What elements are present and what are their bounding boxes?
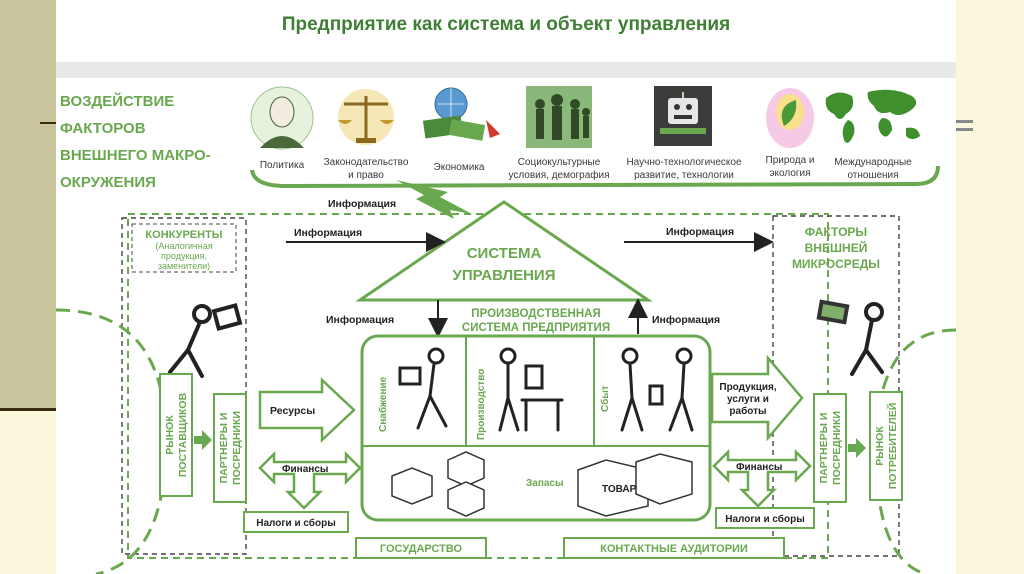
finances-label-right: Финансы <box>736 462 782 473</box>
production-system-label: СИСТЕМА ПРЕДПРИЯТИЯ <box>462 322 610 334</box>
consumers-market-box <box>869 391 903 501</box>
micro-factors-title: МИКРОСРЕДЫ <box>792 257 880 271</box>
output-label: работы <box>729 405 766 417</box>
slide-accent-line-right-2 <box>955 128 973 131</box>
factor-label: Политика <box>260 160 305 171</box>
partners-box-left <box>213 393 247 503</box>
factor-label: развитие, технологии <box>634 170 734 181</box>
finances-arrow-left <box>258 450 362 510</box>
factor-label: экология <box>769 168 810 179</box>
influence-lightning-icon <box>396 180 472 219</box>
stocks-label: Запасы <box>526 478 564 489</box>
stock-boxes-icon <box>391 451 485 517</box>
factor-label: условия, демография <box>508 169 609 181</box>
factor-label: Законодательство <box>324 157 409 168</box>
department-label: Снабжение <box>377 376 389 432</box>
info-label: Информация <box>666 226 734 238</box>
audiences-label: КОНТАКТНЫЕ АУДИТОРИИ <box>600 543 748 555</box>
taxes-label-right: Налоги и сборы <box>725 513 805 525</box>
sales-workers-icon <box>620 347 694 432</box>
slide-divider-left <box>0 408 56 411</box>
page-title: Предприятие как система и объект управле… <box>281 14 731 35</box>
production-system-label: ПРОИЗВОДСТВЕННАЯ <box>471 308 600 320</box>
state-label: ГОСУДАРСТВО <box>380 543 463 555</box>
resources-arrow <box>258 377 356 443</box>
partners-label-left: ПАРТНЕРЫ И <box>218 413 230 484</box>
department-label: Производство <box>476 369 487 440</box>
goods-boxes-icon <box>577 453 693 517</box>
enterprise-diagram: ВОЗДЕЙСТВИЕ ФАКТОРОВ ВНЕШНЕГО МАКРО- ОКР… <box>56 86 956 574</box>
slide-accent-line-right <box>955 120 973 123</box>
state-box <box>355 537 487 559</box>
left-environment-frame <box>121 217 247 555</box>
factor-label: Социокультурные <box>518 157 601 168</box>
taxes-label-left: Налоги и сборы <box>256 517 336 529</box>
factor-label: Научно-технологическое <box>626 157 742 168</box>
taxes-box-left <box>243 511 349 533</box>
resources-label: Ресурсы <box>270 405 315 417</box>
right-environment-frame <box>772 215 900 557</box>
supply-small-arrow <box>194 430 212 450</box>
politician-portrait-icon <box>250 86 314 150</box>
factor-label: отношения <box>847 170 898 181</box>
info-label: Информация <box>652 314 720 326</box>
supplier-carrier-icon <box>168 303 243 378</box>
suppliers-market-label: ПОСТАВЩИКОВ <box>177 392 189 477</box>
left-market-arc <box>56 308 168 574</box>
suppliers-market-label: РЫНОК <box>164 415 176 455</box>
info-label: Информация <box>294 227 362 239</box>
consumers-market-label: РЫНОК <box>874 426 886 466</box>
macro-title-line: ВОЗДЕЙСТВИЕ <box>60 92 174 110</box>
finances-label-left: Финансы <box>282 464 328 475</box>
macro-title-line: ОКРУЖЕНИЯ <box>60 174 156 191</box>
robot-icon <box>654 86 712 146</box>
factor-label: Природа и <box>766 155 815 166</box>
micro-factors-title: ФАКТОРЫ <box>805 225 867 239</box>
macro-title-line: ФАКТОРОВ <box>60 120 146 137</box>
hands-leaf-icon <box>766 88 814 148</box>
diagram-sheet: Предприятие как система и объект управле… <box>56 0 956 574</box>
macro-title-line: ВНЕШНЕГО МАКРО- <box>60 147 211 164</box>
supply-worker-icon <box>398 347 448 430</box>
goods-label: ТОВАР <box>602 484 637 495</box>
management-system-label: УПРАВЛЕНИЯ <box>452 267 555 284</box>
output-label: услуги и <box>727 394 769 405</box>
slide-accent-line-left <box>40 122 58 124</box>
info-label: Информация <box>326 314 394 326</box>
competitors-note: продукция, <box>161 251 207 261</box>
consumer-small-arrow <box>848 438 866 458</box>
world-map-icon <box>825 89 920 143</box>
info-label: Информация <box>328 198 396 210</box>
macro-bracket <box>250 165 940 189</box>
taxes-box-right <box>715 507 815 529</box>
scales-of-justice-icon <box>338 89 394 145</box>
audiences-box <box>563 537 785 559</box>
competitors-note: заменители) <box>158 261 210 271</box>
finances-arrow-right <box>712 448 812 508</box>
management-system-label: СИСТЕМА <box>467 245 542 262</box>
consumers-market-label: ПОТРЕБИТЕЛЕЙ <box>886 403 899 490</box>
department-label: Сбыт <box>599 385 611 412</box>
partners-label-right: ПАРТНЕРЫ И <box>818 413 830 484</box>
partners-label-left: ПОСРЕДНИКИ <box>231 411 243 485</box>
competitors-note: (Аналогичная <box>155 241 212 251</box>
partners-label-right: ПОСРЕДНИКИ <box>831 411 843 485</box>
factor-label: и право <box>348 170 384 181</box>
micro-factors-title: ВНЕШНЕЙ <box>805 240 868 255</box>
factor-label: Международные <box>834 157 912 168</box>
macro-factors-title: ВОЗДЕЙСТВИЕ ФАКТОРОВ ВНЕШНЕГО МАКРО- ОКР… <box>60 92 211 191</box>
suppliers-market-box <box>159 373 193 497</box>
people-silhouettes-icon <box>526 86 592 148</box>
globe-money-icon <box>422 87 500 141</box>
competitors-box <box>131 223 237 273</box>
output-arrow <box>710 354 804 442</box>
output-label: Продукция, <box>719 382 776 393</box>
competitors-title: КОНКУРЕНТЫ <box>145 229 222 241</box>
consumer-carrier-icon <box>816 299 884 376</box>
slide-olive-panel <box>0 0 56 410</box>
factor-label: Экономика <box>434 162 485 173</box>
partners-box-right <box>813 393 847 503</box>
title-band <box>56 62 956 78</box>
production-worker-icon <box>498 347 564 432</box>
